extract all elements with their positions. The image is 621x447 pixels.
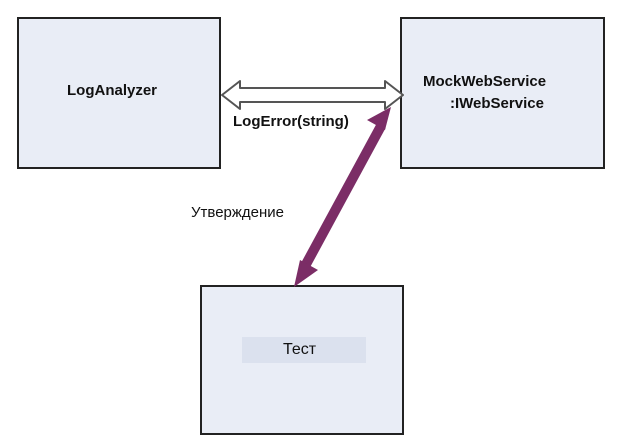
iwebservice-interface-label: :IWebService [450,95,544,112]
test-box: Тест [200,285,404,435]
log-analyzer-label: LogAnalyzer [67,82,158,99]
log-analyzer-box: LogAnalyzer [17,17,221,169]
mock-web-service-label: MockWebService [423,73,547,90]
test-label-background [242,337,366,363]
test-label: Тест [283,341,317,358]
log-error-label: LogError(string) [233,113,349,130]
log-error-call-arrow [221,80,404,110]
assertion-label: Утверждение [191,204,285,221]
assertion-arrow [294,107,391,287]
